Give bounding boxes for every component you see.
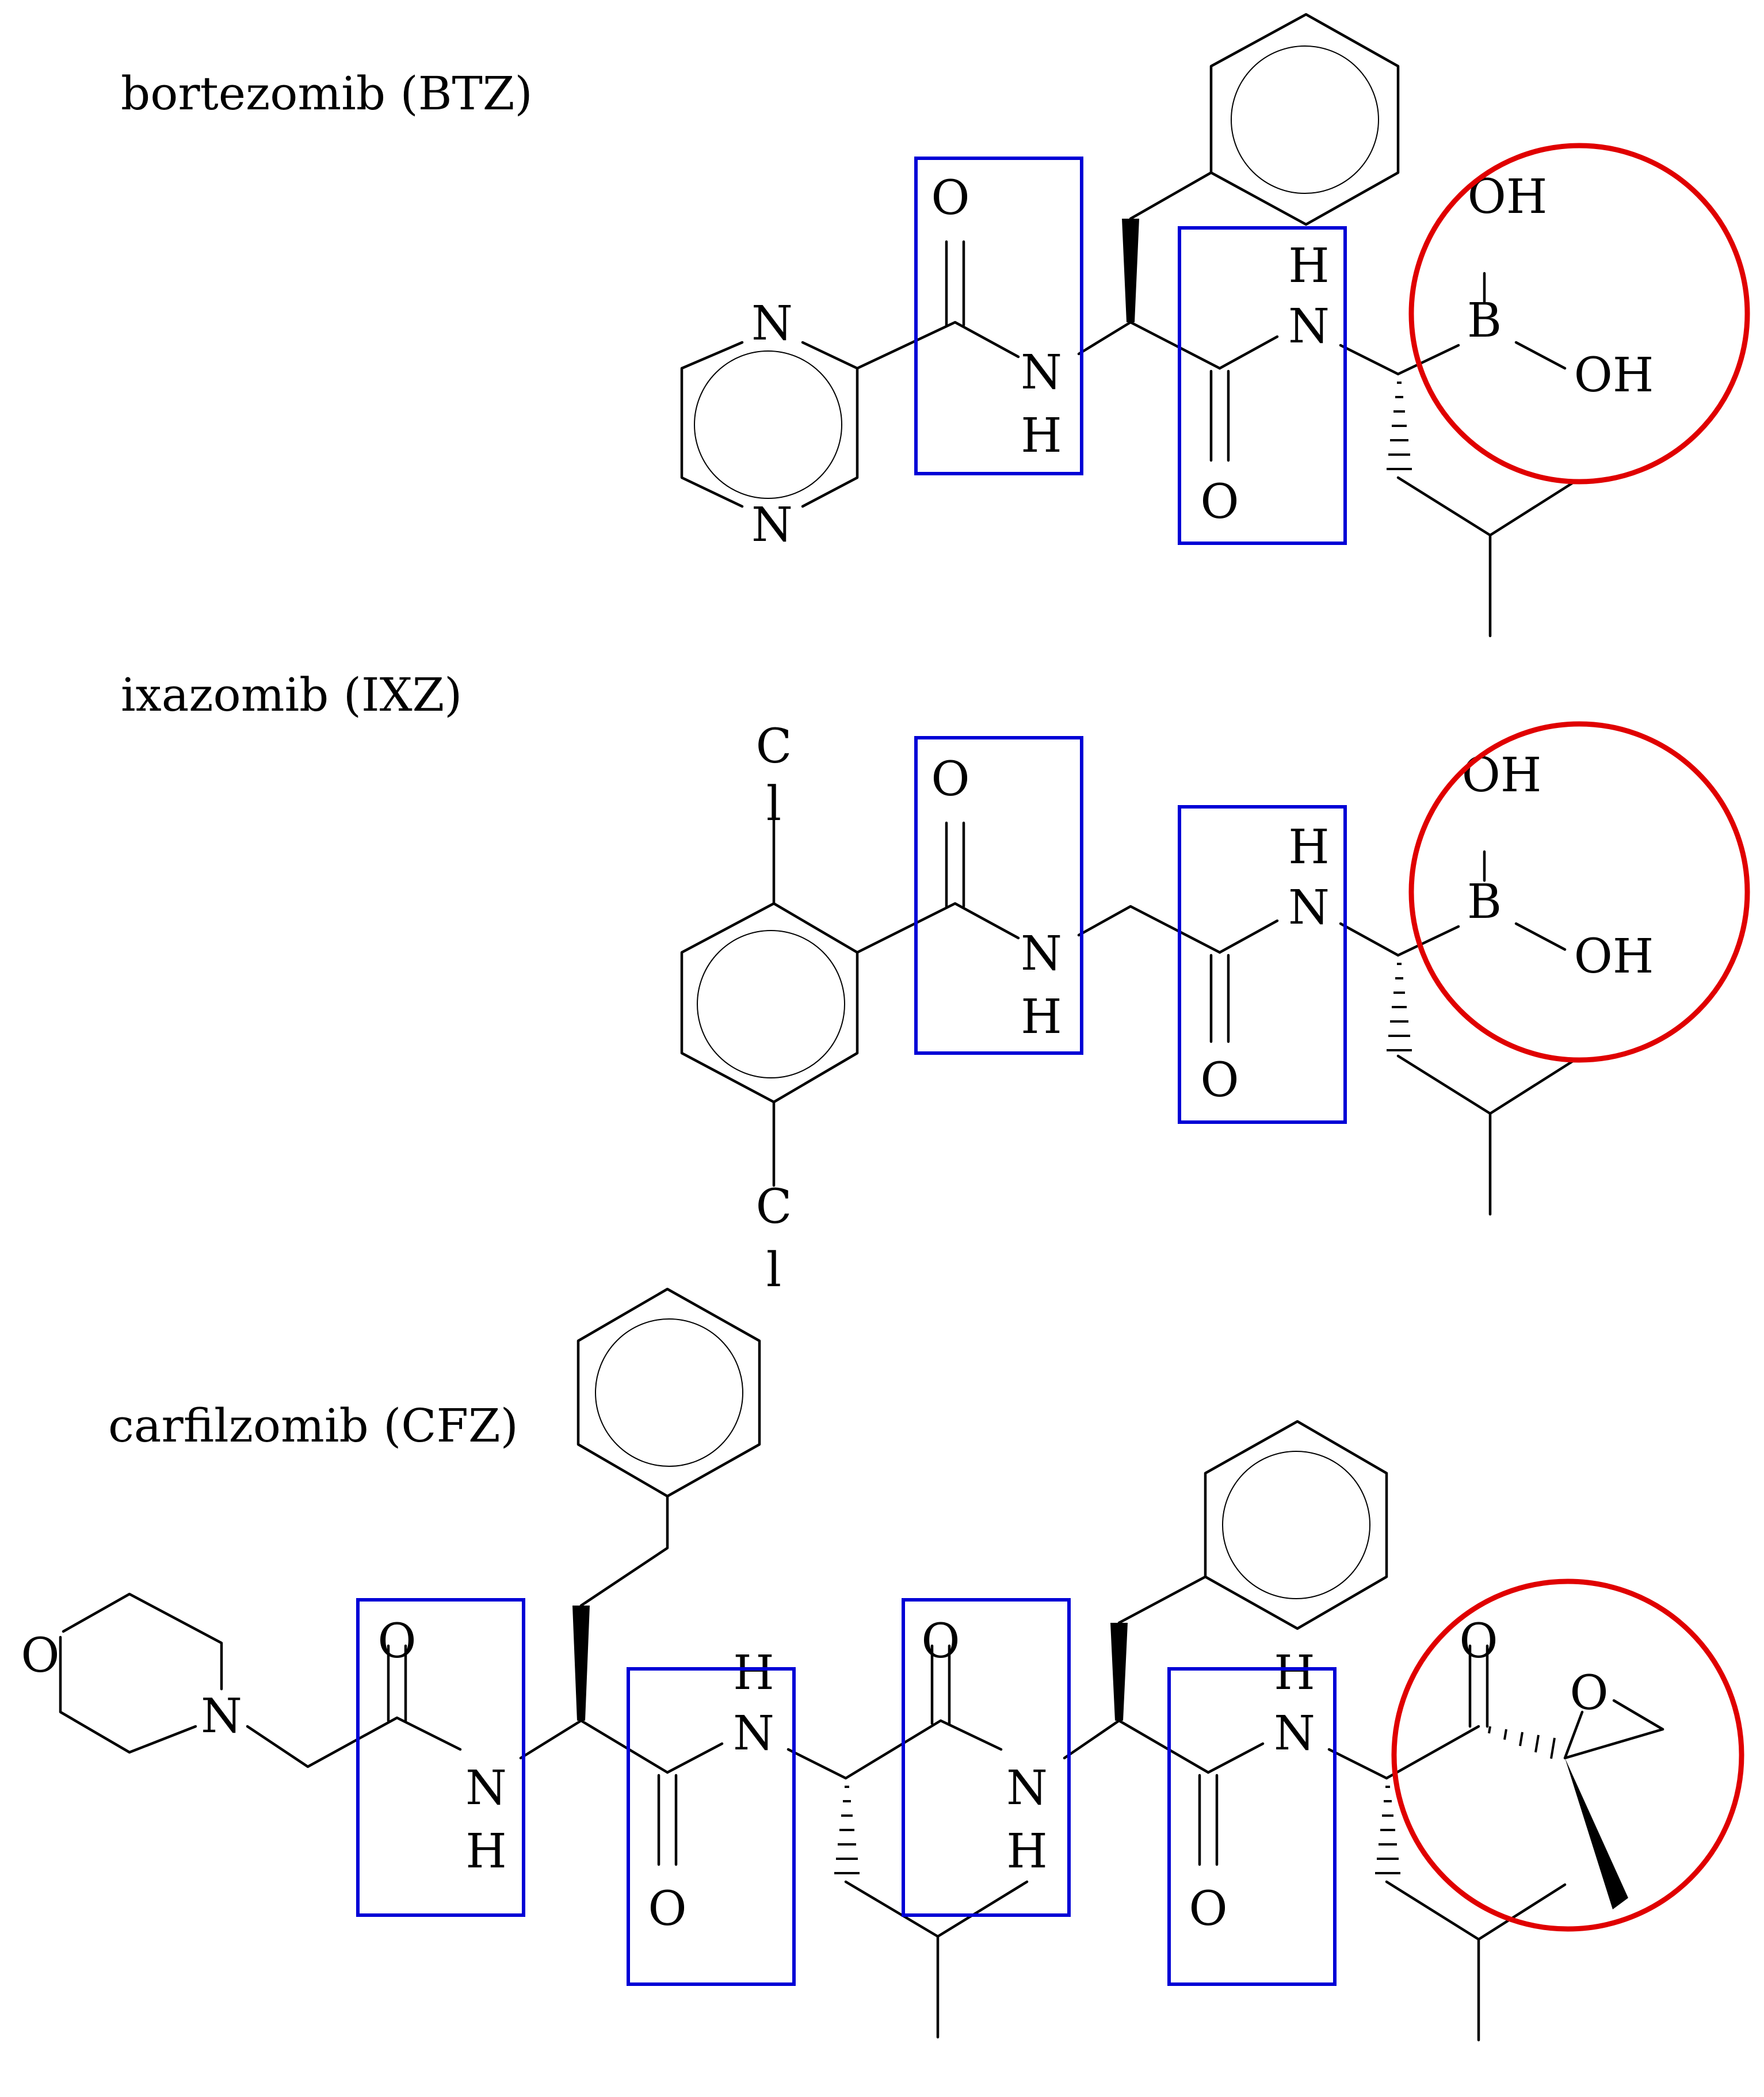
warhead-circle: [1391, 1579, 1744, 1932]
atom-c-label: C: [756, 1180, 792, 1234]
morpholine-ring: O N: [21, 1592, 242, 1754]
bortezomib-structure: bortezomib (BTZ) N N O N H O H N B: [121, 13, 1750, 638]
ixazomib-structure: ixazomib (IXZ) C l C l O N H O H N B OH: [121, 668, 1750, 1298]
atom-h-label: H: [733, 1646, 774, 1701]
atom-oh-label: OH: [1462, 748, 1542, 803]
atom-o-label: O: [931, 171, 969, 226]
carfilzomib-structure: carfilzomib (CFZ) O N O N H O H N: [21, 1287, 1744, 2042]
amide-box: [627, 1667, 796, 1986]
atom-o-label: O: [1200, 1053, 1239, 1108]
carfilzomib-label: carfilzomib (CFZ): [108, 1399, 518, 1452]
pyrazine-ring: N N: [680, 296, 859, 552]
atom-n-label: N: [1288, 880, 1330, 935]
hashed-bond: [834, 1786, 860, 1874]
atom-n-label: N: [751, 498, 793, 552]
atom-h-label: H: [1006, 1824, 1048, 1879]
phenyl-ring: [1204, 1420, 1388, 1630]
atom-h-label: H: [1021, 409, 1062, 463]
atom-o-label: O: [1189, 1882, 1227, 1936]
dichlorophenyl-ring: [680, 902, 859, 1104]
atom-o-label: O: [377, 1614, 416, 1669]
atom-h-label: H: [1288, 239, 1330, 293]
atom-n-label: N: [1021, 345, 1062, 400]
atom-o-label: O: [1570, 1666, 1608, 1721]
atom-h-label: H: [1021, 990, 1062, 1044]
atom-o-label: O: [648, 1882, 686, 1936]
atom-n-label: N: [733, 1706, 774, 1761]
atom-oh-label: OH: [1574, 929, 1654, 984]
atom-o-label: O: [921, 1614, 960, 1669]
warhead-circle: [1408, 143, 1750, 485]
atom-n-label: N: [1021, 927, 1062, 981]
hashed-bond: [1375, 1786, 1400, 1874]
atom-o-label: O: [931, 752, 969, 807]
hashed-bond: [1488, 1726, 1556, 1759]
amide-box: [356, 1598, 525, 1917]
atom-oh-label: OH: [1574, 348, 1654, 403]
atom-c-label: C: [756, 719, 792, 774]
amide-box: [1178, 805, 1347, 1124]
atom-n-label: N: [465, 1761, 507, 1816]
hashed-bond: [1387, 382, 1412, 470]
atom-o-label: O: [1459, 1614, 1498, 1669]
phenyl-ring: [576, 1287, 761, 1498]
bortezomib-label: bortezomib (BTZ): [121, 67, 533, 120]
atom-l-label: l: [766, 1243, 781, 1298]
amide-box: [902, 1598, 1071, 1917]
atom-o-label: O: [1200, 475, 1239, 529]
atom-b-label: B: [1467, 875, 1502, 929]
atom-h-label: H: [1274, 1646, 1315, 1701]
atom-h-label: H: [465, 1824, 507, 1879]
atom-n-label: N: [201, 1689, 242, 1744]
ixazomib-label: ixazomib (IXZ): [121, 668, 462, 722]
amide-box: [914, 736, 1083, 1055]
hashed-bond: [1387, 963, 1412, 1051]
warhead-circle: [1408, 721, 1750, 1063]
atom-n-label: N: [751, 296, 793, 351]
atom-n-label: N: [1006, 1761, 1048, 1816]
amide-box: [914, 157, 1083, 475]
atom-n-label: N: [1274, 1706, 1315, 1761]
phenyl-ring: [1209, 13, 1400, 226]
atom-n-label: N: [1288, 299, 1330, 354]
atom-o-label: O: [21, 1629, 59, 1683]
amide-box: [1178, 226, 1347, 545]
amide-box: [1167, 1667, 1337, 1986]
atom-h-label: H: [1288, 820, 1330, 875]
